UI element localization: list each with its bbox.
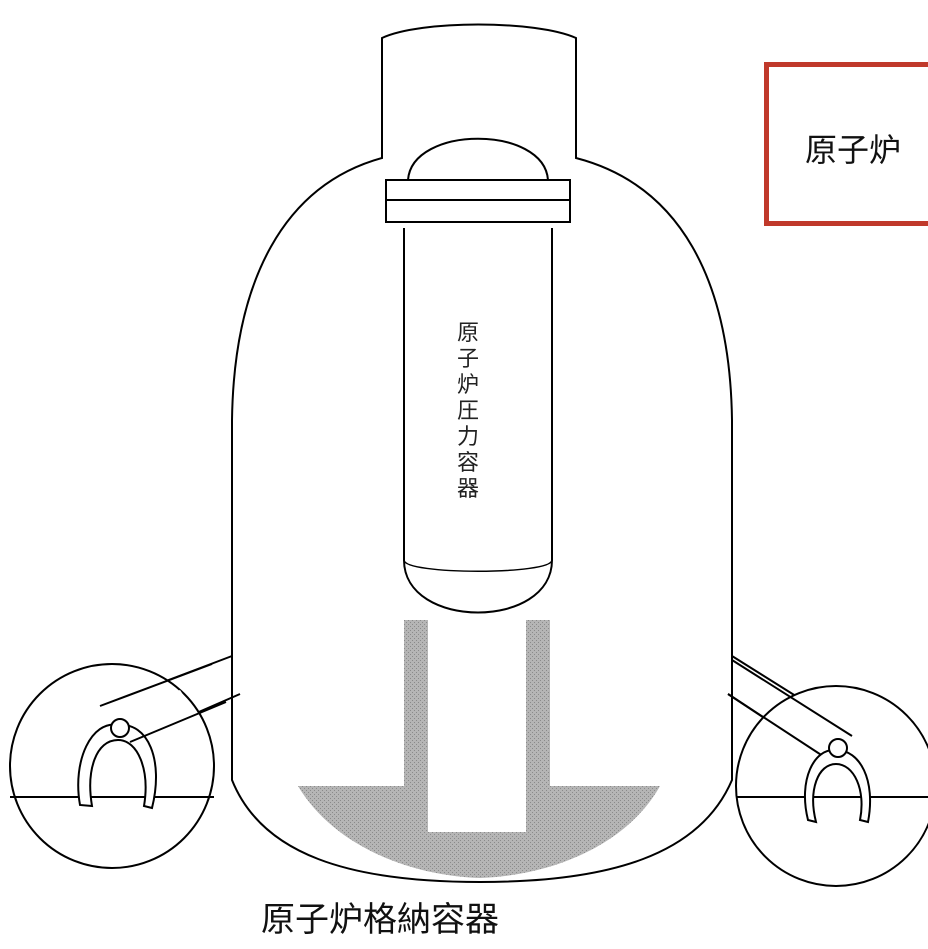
right-downcomer — [803, 748, 872, 824]
vessel-label-char: 子 — [457, 347, 479, 372]
callout-box: 原子炉 — [764, 62, 928, 226]
vessel-label-text: 原子炉圧力容器 — [457, 321, 479, 502]
left-suppression-chamber — [9, 663, 215, 869]
left-downcomer — [77, 723, 157, 810]
right-pipe-joint — [828, 738, 848, 758]
vessel-label-char: 炉 — [457, 373, 479, 398]
vessel-dome — [407, 137, 549, 181]
left-vent-pipe-top — [99, 663, 227, 743]
vessel-inner-bottom — [403, 559, 553, 572]
vessel-label-char: 原 — [457, 321, 479, 346]
vessel-label-char: 容 — [457, 451, 479, 476]
right-vent-pipe-top — [727, 659, 853, 763]
left-pipe-joint — [110, 718, 130, 738]
right-suppression-chamber — [735, 685, 928, 887]
concrete-pool — [298, 620, 660, 878]
vessel-label-char: 圧 — [457, 399, 479, 424]
containment-label: 原子炉格納容器 — [261, 900, 499, 940]
pressure-vessel — [403, 228, 553, 614]
vessel-label-char: 力 — [457, 425, 479, 450]
callout-text: 原子炉 — [805, 131, 902, 169]
drywell-outline — [231, 23, 733, 884]
vessel-label-char: 器 — [457, 477, 479, 502]
